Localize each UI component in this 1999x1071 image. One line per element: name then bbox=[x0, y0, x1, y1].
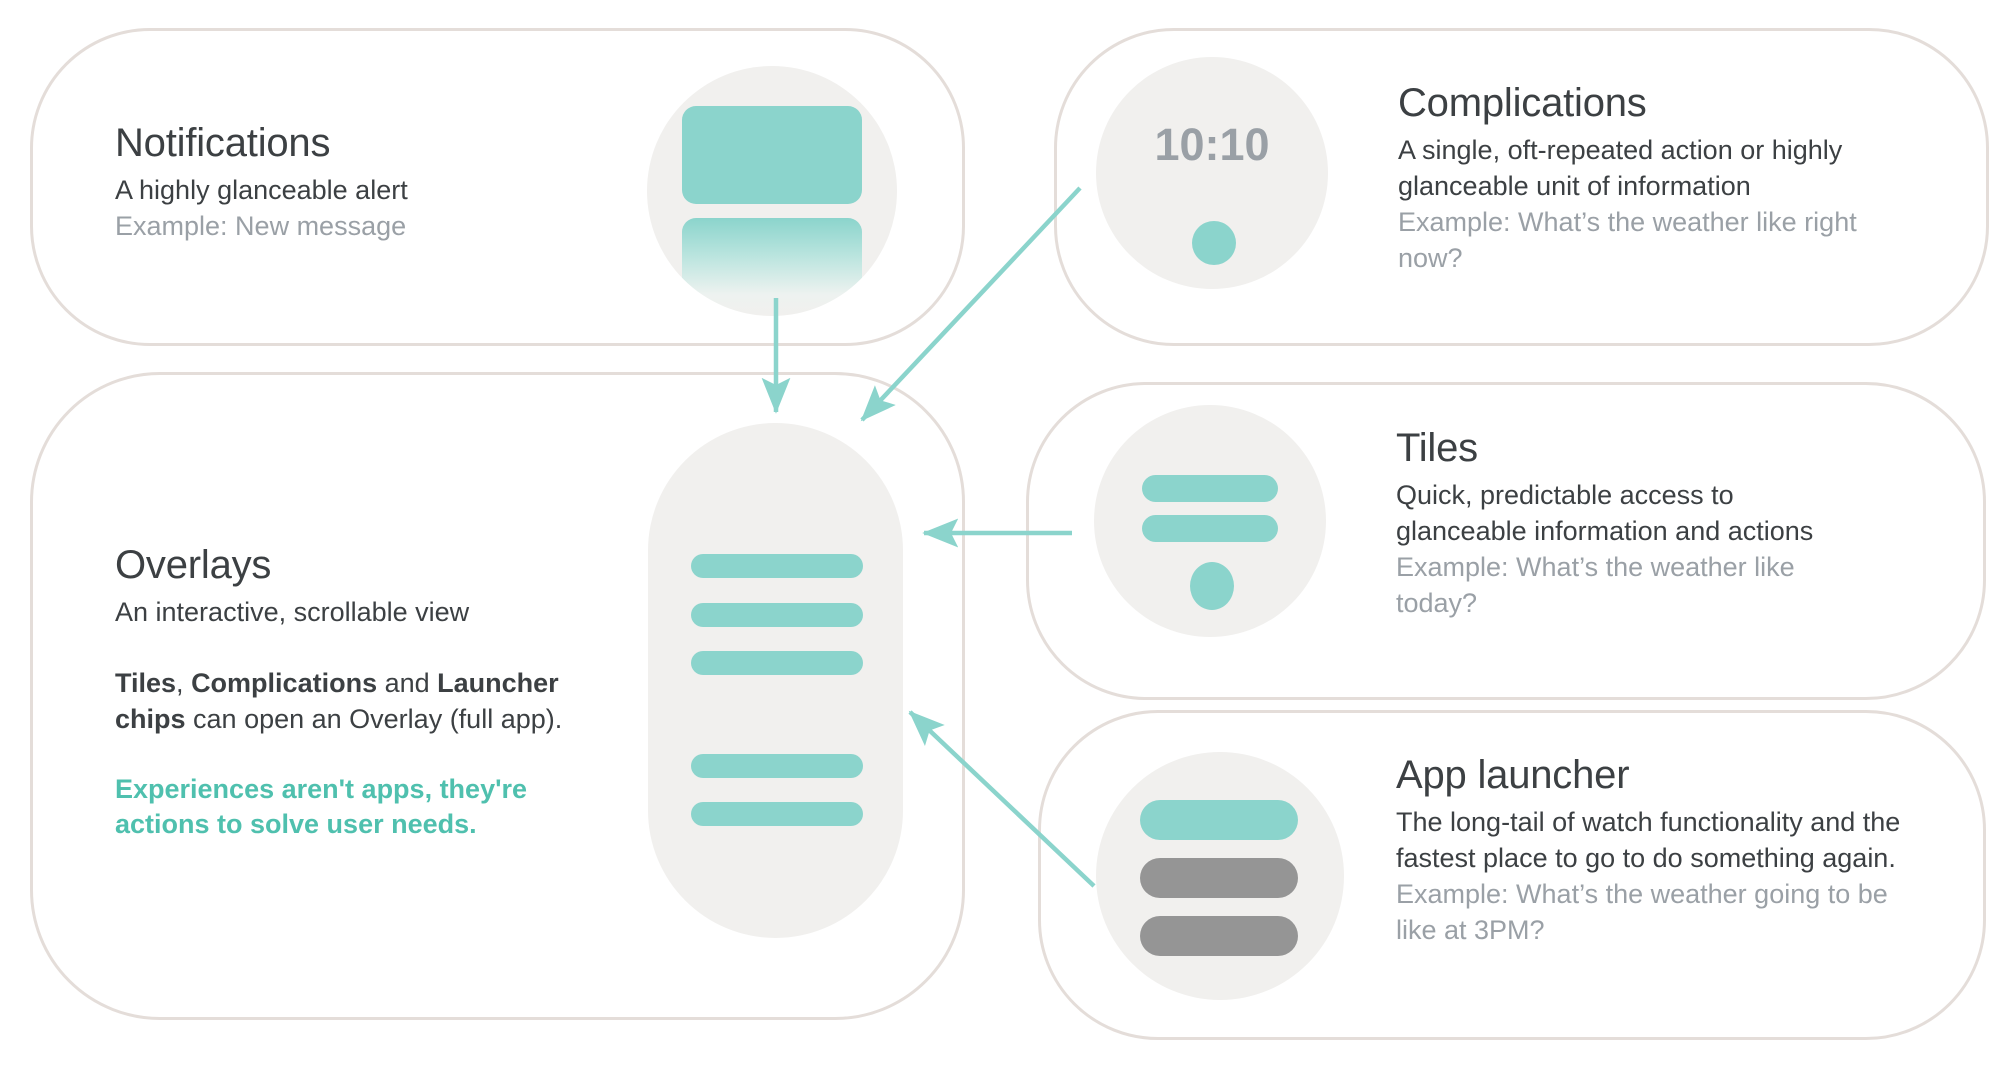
overlays-body-bold-tiles: Tiles bbox=[115, 667, 177, 698]
overlays-description: An interactive, scrollable view bbox=[115, 597, 470, 627]
tiles-text-block: Tiles Quick, predictable access to glanc… bbox=[1396, 425, 1866, 622]
notifications-text-block: Notifications A highly glanceable alert … bbox=[115, 120, 535, 245]
complications-text-block: Complications A single, oft-repeated act… bbox=[1398, 80, 1928, 277]
overlays-body-bold-launcher: Launcher chips bbox=[115, 667, 559, 735]
overlays-accent-statement: Experiences aren't apps, they're actions… bbox=[115, 773, 528, 840]
notifications-description: A highly glanceable alert bbox=[115, 175, 408, 205]
tile-bar-icon-2 bbox=[1142, 515, 1278, 542]
complications-title: Complications bbox=[1398, 81, 1647, 125]
complications-example: Example: What’s the weather like right n… bbox=[1398, 206, 1857, 273]
overlay-row-icon-1 bbox=[691, 554, 863, 578]
notification-card-top-icon bbox=[682, 106, 862, 204]
app-launcher-icon bbox=[1096, 752, 1344, 1000]
overlays-title: Overlays bbox=[115, 543, 272, 587]
app-launcher-text-block: App launcher The long-tail of watch func… bbox=[1396, 752, 1926, 949]
overlays-spacer-1 bbox=[115, 631, 615, 665]
launcher-chip-icon-1 bbox=[1140, 800, 1298, 840]
overlay-row-icon-2 bbox=[691, 603, 863, 627]
launcher-chip-icon-2 bbox=[1140, 858, 1298, 898]
overlay-row-icon-5 bbox=[691, 802, 863, 826]
tile-dot-icon bbox=[1190, 562, 1234, 610]
overlay-row-icon-4 bbox=[691, 754, 863, 778]
overlay-row-icon-3 bbox=[691, 651, 863, 675]
tile-bar-icon-1 bbox=[1142, 475, 1278, 502]
notifications-title: Notifications bbox=[115, 121, 331, 165]
overlays-body-tail: can open an Overlay (full app). bbox=[185, 704, 563, 735]
app-launcher-description: The long-tail of watch functionality and… bbox=[1396, 807, 1901, 873]
tiles-example: Example: What’s the weather like today? bbox=[1396, 551, 1795, 618]
complications-description: A single, oft-repeated action or highly … bbox=[1398, 135, 1843, 201]
app-launcher-title: App launcher bbox=[1396, 753, 1630, 797]
complication-dot-icon bbox=[1192, 221, 1236, 265]
tiles-description: Quick, predictable access to glanceable … bbox=[1396, 480, 1814, 546]
overlays-body-bold-complications: Complications bbox=[191, 667, 378, 698]
tiles-icon bbox=[1094, 405, 1326, 637]
overlays-spacer-2 bbox=[115, 738, 615, 772]
notification-card-faded-icon bbox=[682, 218, 862, 316]
overlays-text-block: Overlays An interactive, scrollable view… bbox=[115, 542, 615, 843]
complication-icon: 10:10 bbox=[1096, 57, 1328, 289]
overlays-body-sep: , bbox=[176, 667, 192, 698]
tiles-title: Tiles bbox=[1396, 426, 1478, 470]
app-launcher-example: Example: What’s the weather going to be … bbox=[1396, 878, 1888, 945]
overlay-device-icon bbox=[648, 423, 903, 938]
launcher-chip-icon-3 bbox=[1140, 916, 1298, 956]
overlays-body: Tiles, Complications and Launcher chips … bbox=[115, 665, 615, 738]
notifications-example: Example: New message bbox=[115, 210, 407, 241]
notification-icon bbox=[647, 66, 897, 316]
overlays-body-mid: and bbox=[377, 667, 438, 698]
watch-clock-time: 10:10 bbox=[1154, 119, 1270, 170]
